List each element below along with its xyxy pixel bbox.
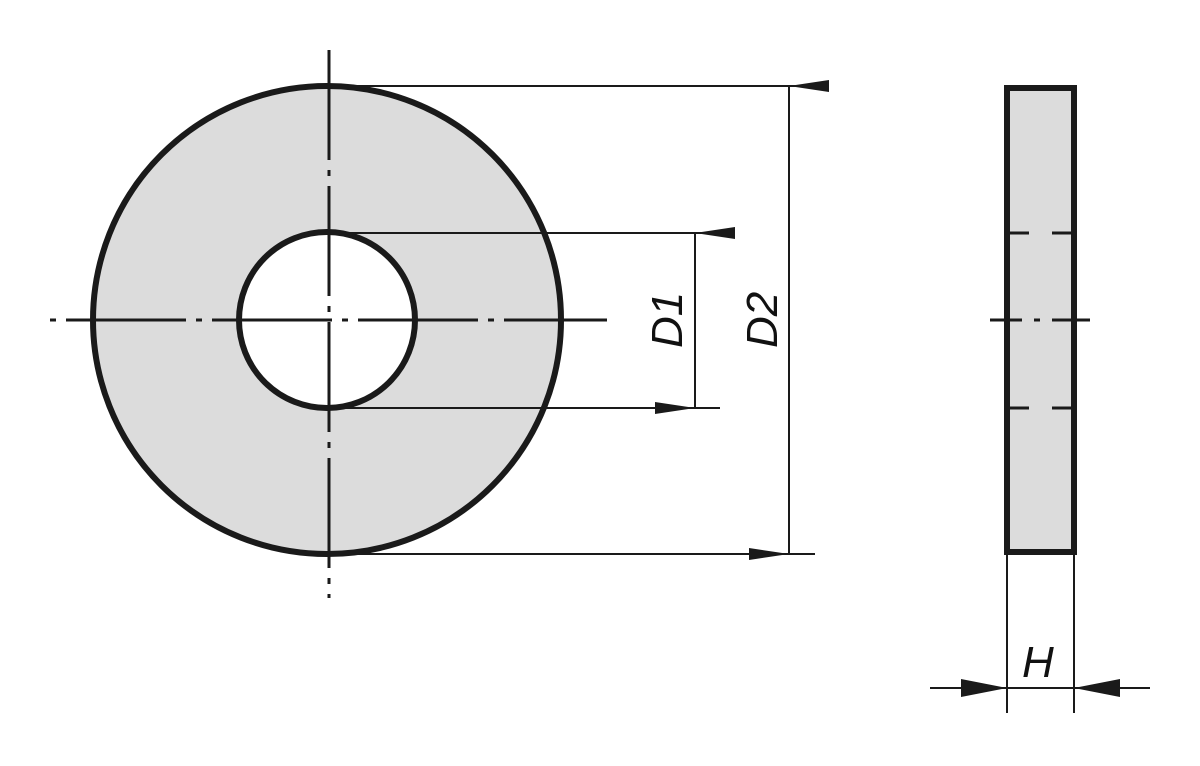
washer-face xyxy=(92,86,561,555)
arrow-h-left xyxy=(961,679,1007,697)
front-view: D1 D2 xyxy=(50,44,829,598)
label-d1: D1 xyxy=(643,292,692,348)
label-d2: D2 xyxy=(738,292,787,348)
arrow-h-right xyxy=(1074,679,1120,697)
side-view: H xyxy=(930,85,1150,713)
label-h: H xyxy=(1022,638,1054,687)
